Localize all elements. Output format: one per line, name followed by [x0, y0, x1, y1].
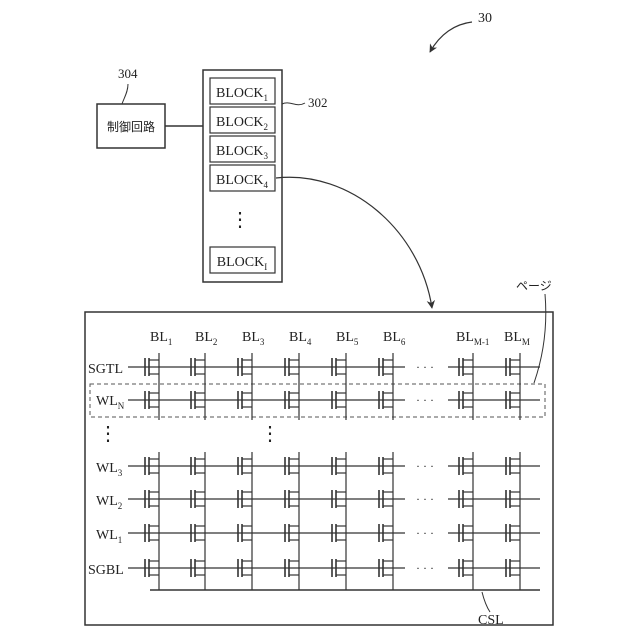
array-frame: [85, 312, 553, 625]
controller-label: 制御回路: [107, 119, 155, 134]
bitline-label: BL6: [383, 330, 406, 347]
block-1: BLOCK1: [210, 78, 275, 104]
block-last: BLOCKI: [210, 247, 275, 273]
row-label-wln: WLN: [96, 394, 125, 411]
column-ellipsis: · · ·: [416, 526, 434, 540]
block-expand-arrow: [276, 177, 432, 308]
controller-ref-label: 304: [118, 66, 138, 81]
block-2: BLOCK2: [210, 107, 275, 133]
block-stack-ref-leader: [282, 103, 305, 105]
column-ellipsis: · · ·: [416, 360, 434, 374]
bitline-label: BL3: [242, 330, 265, 347]
column-ellipsis: · · ·: [416, 561, 434, 575]
column-ellipsis: · · ·: [416, 459, 434, 473]
row-label-sgtl: SGTL: [88, 362, 123, 377]
column-ellipsis: · · ·: [416, 492, 434, 506]
block-label: BLOCK1: [216, 86, 268, 103]
row-label-sgbl: SGBL: [88, 563, 124, 578]
block-label: BLOCKI: [217, 255, 267, 272]
row-ellipsis: ⋮: [260, 423, 280, 445]
figure-ref-arrow: [430, 22, 472, 52]
bitline-label: BL2: [195, 330, 217, 347]
block-label: BLOCK3: [216, 144, 268, 161]
block-3: BLOCK3: [210, 136, 275, 162]
column-ellipses: · · · · · · · · · · · · · · · · · ·: [416, 360, 434, 575]
row-label-wl1: WL1: [96, 528, 122, 545]
csl-label: CSL: [478, 613, 504, 628]
bitline-label: BL4: [289, 330, 312, 347]
bitline-label: BL5: [336, 330, 359, 347]
block-label: BLOCK4: [216, 173, 268, 190]
row-lines: [128, 367, 540, 568]
bitline-label: BLM-1: [456, 330, 489, 347]
controller-ref-leader: [122, 84, 128, 104]
bitline-label: BLM: [504, 330, 530, 347]
column-ellipsis: · · ·: [416, 393, 434, 407]
page-label: ページ: [516, 279, 552, 293]
row-ellipsis: ⋮: [98, 423, 118, 445]
csl-leader: [482, 592, 490, 612]
block-stack-ref-label: 302: [308, 95, 328, 110]
block-label: BLOCK2: [216, 115, 268, 132]
figure-ref-label: 30: [478, 11, 492, 26]
cell-array: [145, 353, 520, 590]
block-4: BLOCK4: [210, 165, 275, 191]
row-label-wl2: WL2: [96, 494, 122, 511]
row-label-wl3: WL3: [96, 461, 123, 478]
block-ellipsis: ⋮: [230, 209, 250, 231]
page-label-leader: [534, 294, 546, 383]
bitline-label: BL1: [150, 330, 172, 347]
